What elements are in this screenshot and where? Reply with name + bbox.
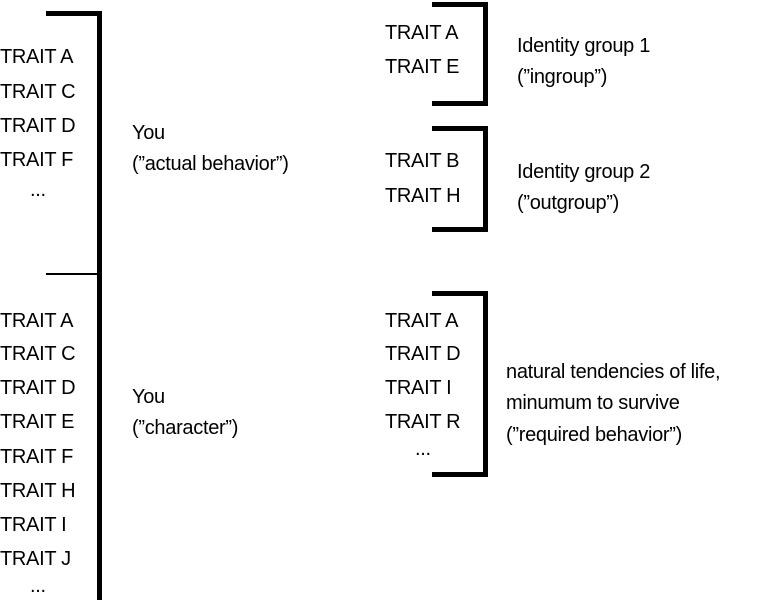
required-trait-4: TRAIT R — [385, 411, 461, 433]
ingroup-bracket-bottom — [432, 101, 488, 106]
outgroup-bracket-spine — [483, 126, 488, 232]
ingroup-label-line1: Identity group 1 — [517, 35, 651, 57]
actual-behavior-label-line2: (”actual behavior”) — [132, 153, 289, 175]
required-trait-1: TRAIT A — [385, 310, 459, 332]
ingroup-bracket-top — [432, 2, 488, 7]
actual-trait-1: TRAIT A — [0, 46, 74, 68]
character-trait-7: TRAIT I — [0, 514, 67, 536]
actual-trait-3: TRAIT D — [0, 115, 76, 137]
required-bracket-bottom — [432, 472, 488, 477]
ingroup-bracket-spine — [483, 2, 488, 106]
required-label-line2: minumum to survive — [506, 392, 680, 414]
required-trait-3: TRAIT I — [385, 377, 452, 399]
ingroup-trait-2: TRAIT E — [385, 56, 460, 78]
outgroup-bracket-bottom — [432, 227, 488, 232]
main-bracket-divider — [46, 273, 102, 275]
required-bracket-top — [432, 291, 488, 296]
character-trait-5: TRAIT F — [0, 446, 74, 468]
required-label-line3: (”required behavior”) — [506, 424, 682, 446]
character-trait-1: TRAIT A — [0, 310, 74, 332]
character-trait-6: TRAIT H — [0, 480, 76, 502]
character-trait-ellipsis: ... — [30, 575, 46, 597]
character-trait-4: TRAIT E — [0, 411, 75, 433]
character-trait-8: TRAIT J — [0, 548, 71, 570]
actual-trait-2: TRAIT C — [0, 81, 76, 103]
outgroup-trait-2: TRAIT H — [385, 185, 461, 207]
required-trait-ellipsis: ... — [415, 438, 431, 460]
required-label-line1: natural tendencies of life, — [506, 361, 721, 383]
ingroup-trait-1: TRAIT A — [385, 22, 459, 44]
character-trait-2: TRAIT C — [0, 343, 76, 365]
main-bracket-top-arm — [46, 11, 102, 16]
character-label-line2: (”character”) — [132, 417, 239, 439]
outgroup-label-line1: Identity group 2 — [517, 161, 651, 183]
actual-trait-ellipsis: ... — [30, 179, 46, 201]
ingroup-label-line2: (”ingroup”) — [517, 66, 608, 88]
main-bracket-spine — [97, 11, 102, 600]
character-trait-3: TRAIT D — [0, 377, 76, 399]
required-trait-2: TRAIT D — [385, 343, 461, 365]
actual-trait-4: TRAIT F — [0, 149, 74, 171]
required-bracket-spine — [483, 291, 488, 477]
outgroup-bracket-top — [432, 126, 488, 131]
outgroup-label-line2: (”outgroup”) — [517, 192, 619, 214]
character-label-line1: You — [132, 386, 165, 408]
outgroup-trait-1: TRAIT B — [385, 150, 460, 172]
actual-behavior-label-line1: You — [132, 122, 165, 144]
